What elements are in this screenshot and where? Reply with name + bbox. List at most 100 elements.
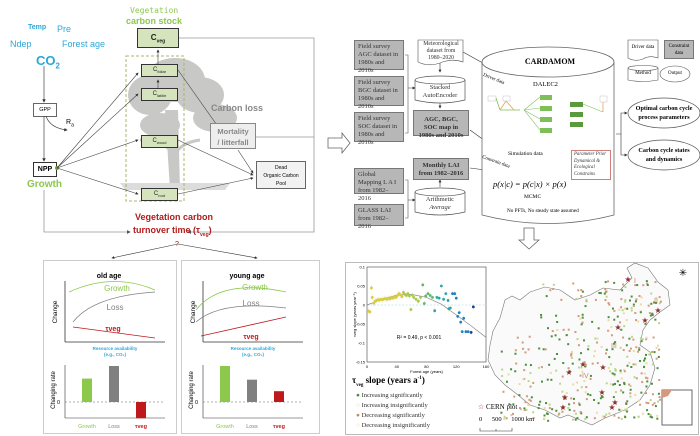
map-site [648,353,651,356]
cern-plot-star-icon: ★ [624,275,631,284]
output-carbon-states: Carbon cycle states and dynamics [638,147,690,163]
map-site [561,390,564,393]
map-site [624,408,627,411]
map-site [595,411,598,414]
map-site [619,346,622,349]
mortality-line2: / litterfall [217,138,249,147]
map-site [529,372,532,375]
map-site [542,348,545,351]
map-site [620,328,623,331]
map-site [616,315,619,318]
field-survey-agc: Field survey AGC dataset in 1980s and 20… [354,40,404,74]
map-site [649,415,652,418]
cern-legend: ☆ CERN plot [478,403,517,411]
scatter-point [444,292,448,295]
map-site [656,400,659,403]
map-site [643,372,646,375]
cveg-sub: veg [156,38,166,45]
map-site [539,400,542,403]
map-site [518,383,521,386]
map-site [641,381,644,384]
map-site [572,383,575,386]
legend-dec-insig-dot: ○ [356,422,360,429]
map-site [603,292,606,295]
map-site [621,289,624,292]
scatter-point [459,320,463,324]
young-y-label: Change [190,300,197,323]
map-site [643,357,646,360]
map-site [580,295,583,298]
map-site [637,320,640,323]
map-site [644,353,647,356]
prior-box: Parameter Prior Dynamical & Ecological C… [571,150,611,180]
cveg-box: Cveg [137,28,179,48]
map-site [585,386,588,389]
agc-bgc-soc-map: AGC, BGC, SOC map in 1980s and 2010s [413,110,469,139]
map-site [593,350,596,353]
co2-sub: 2 [55,61,60,71]
map-site [607,316,610,319]
map-site [639,403,642,406]
map-site [514,349,517,352]
map-site [570,397,573,400]
map-site [576,381,579,384]
scatter-point [422,302,426,305]
map-site [630,309,633,312]
scatter-point [410,293,414,297]
map-site [543,414,546,417]
cern-plot-star-icon: ★ [641,316,648,325]
scatter-point [435,296,439,299]
map-site [630,365,633,368]
scatter-point [462,316,466,320]
map-site [585,398,588,401]
left-diagram: Temp Pre Ndep Forest age CO2 GPP Ra NPP … [0,0,340,436]
map-site [567,328,570,331]
scale-label-1000: 1000 km [511,416,535,423]
map-site [568,408,571,411]
map-site [635,346,638,349]
pool-root: Croot [141,188,178,201]
dalec2-label: DALEC2 [533,81,558,88]
map-site [622,349,625,352]
old-loss-label: Loss [107,303,124,312]
map-site [568,403,571,406]
map-site [641,412,644,415]
old-zero-label: 0 [57,400,60,406]
scatter-point [370,296,374,299]
young-loss-curve [195,305,287,323]
map-site [565,334,568,337]
map-site [605,295,608,298]
map-site [540,316,543,319]
map-site [635,319,638,322]
map-site [577,315,580,318]
question-mark: ? [175,241,179,248]
map-site [577,289,580,292]
cern-plot-star-icon: ★ [654,306,661,315]
map-site [577,344,580,347]
map-site [561,408,564,411]
scatter-point [409,308,413,311]
map-site [558,338,561,341]
co2-text: CO [36,53,56,68]
arithmetic-text: Arithmetic Average [415,196,465,212]
meteo-document-shape [417,39,464,66]
map-site [619,369,622,372]
map-site [607,302,610,305]
map-site [556,321,559,324]
map-site [607,366,610,369]
map-site [540,313,543,316]
scatter-point [464,330,468,333]
pool-wood-sub: wood [156,140,167,146]
map-site [567,343,570,346]
map-site [552,283,555,286]
scatter-point [437,296,441,300]
map-site [576,389,579,392]
map-site [635,298,638,301]
map-site [628,383,631,386]
map-site [562,362,565,365]
map-site [628,361,631,364]
map-site [518,394,521,397]
map-site [568,370,571,373]
cern-label: CERN plot [486,403,518,411]
map-site [580,366,583,369]
